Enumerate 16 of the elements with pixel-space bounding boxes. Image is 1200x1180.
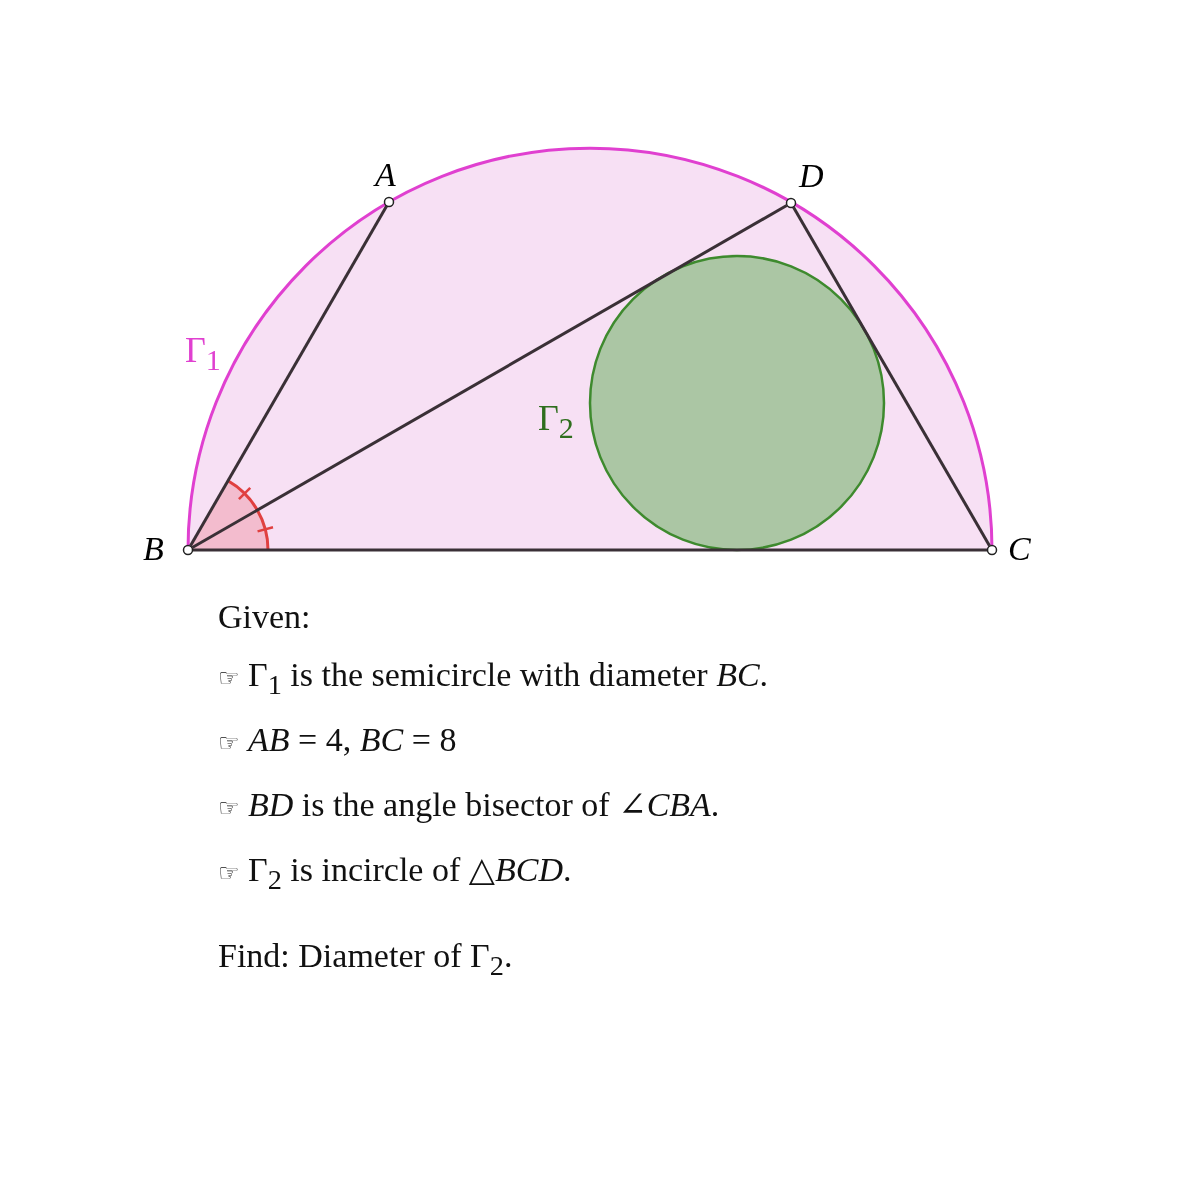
point-label: A (375, 158, 396, 192)
point-label: C (1008, 532, 1031, 566)
text-line: ☞ BD is the angle bisector of ∠CBA. (218, 786, 720, 824)
text-line: ☞ Γ$_{2}$ is incircle of △BCD. (218, 851, 572, 895)
point-label: B (143, 532, 164, 566)
line-segment (792, 206, 991, 547)
line-segment (193, 548, 987, 552)
line-segment (191, 204, 788, 549)
point-label: D (799, 159, 824, 193)
text-line: Find: Diameter of Γ$_{2}$. (218, 937, 513, 981)
line-segment (189, 205, 388, 547)
text-line: ☞ AB = 4, BC = 8 (218, 721, 457, 759)
curve-label: Γ$_{1}$ (185, 332, 221, 376)
text-line: ☞ Γ$_{1}$ is the semicircle with diameter BC. (218, 656, 769, 700)
curve-label: Γ$_{2}$ (538, 400, 574, 444)
text-line: Given: (218, 598, 311, 636)
